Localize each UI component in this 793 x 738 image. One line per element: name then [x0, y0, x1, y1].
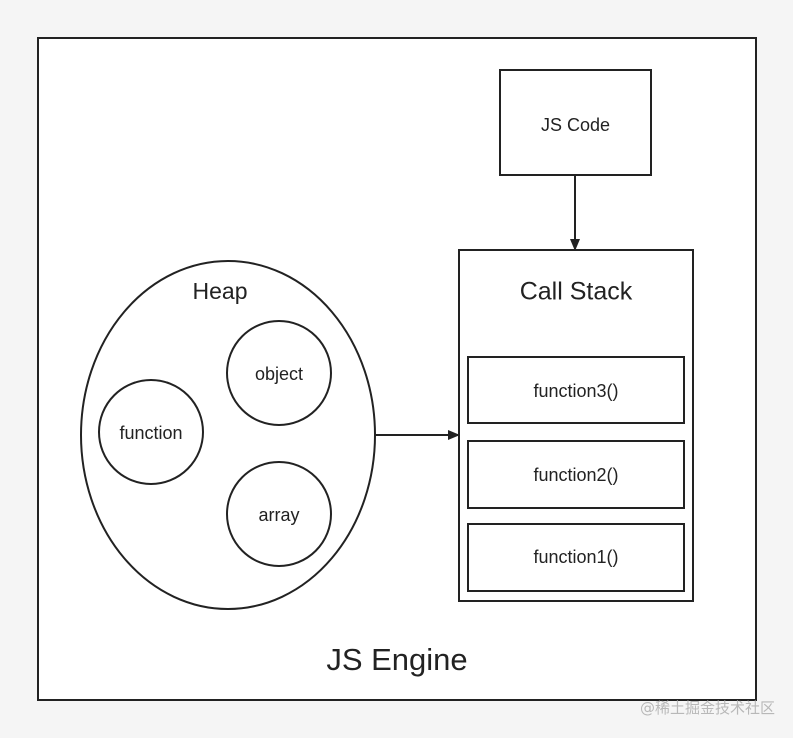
- heap-item-label: object: [255, 364, 303, 384]
- stack-frame-label: function2(): [533, 465, 618, 485]
- call-stack-title: Call Stack: [520, 278, 633, 306]
- engine-label: JS Engine: [326, 642, 467, 677]
- heap-item-object: [226, 320, 332, 426]
- watermark: @稀土掘金技术社区: [639, 699, 775, 717]
- js-code-box: JS Code: [499, 69, 652, 176]
- stack-frame-label: function1(): [533, 547, 618, 567]
- stack-frame: [467, 440, 685, 509]
- heap-title: Heap: [193, 278, 248, 304]
- heap-item-function: [98, 379, 204, 485]
- stack-frame: [467, 523, 685, 592]
- heap-item-label: function: [119, 423, 182, 443]
- js-code-label: JS Code: [541, 115, 610, 135]
- stack-frame: [467, 356, 685, 424]
- heap: Heap object function array: [80, 260, 376, 610]
- heap-item-label: array: [258, 505, 299, 525]
- call-stack: Call Stack function3() function2() funct…: [458, 249, 694, 602]
- heap-item-array: [226, 461, 332, 567]
- stack-frame-label: function3(): [533, 381, 618, 401]
